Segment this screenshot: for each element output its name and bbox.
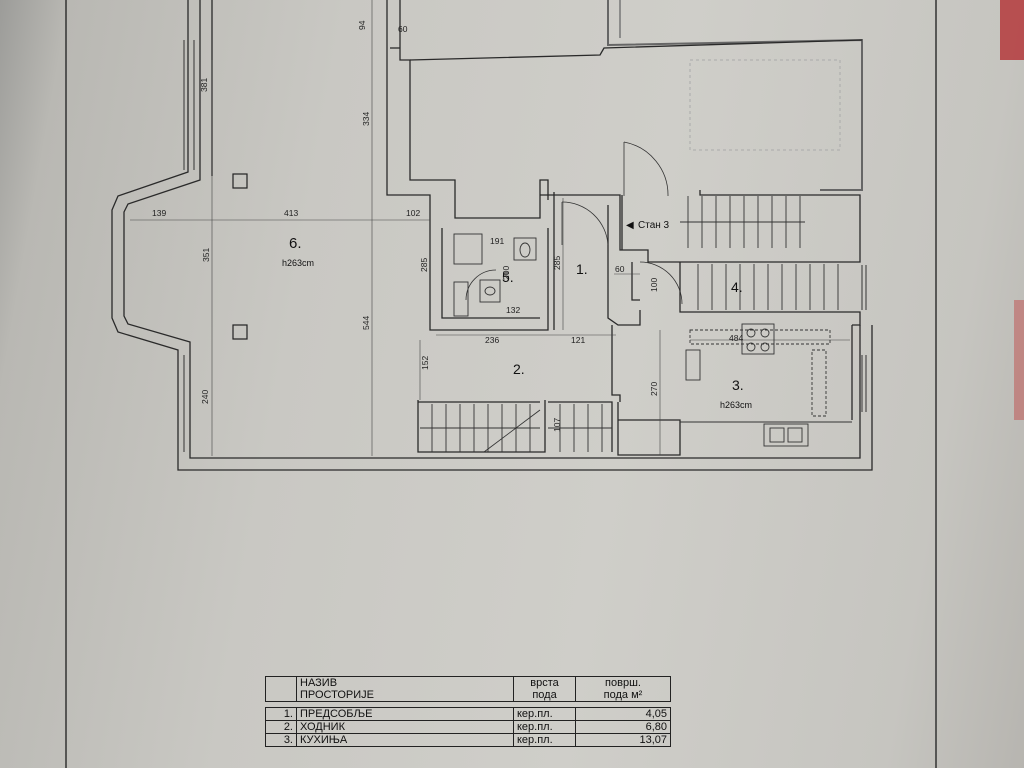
room-1-number: 1.	[576, 261, 588, 277]
dim-132: 132	[506, 305, 520, 315]
dimension-lines	[130, 0, 850, 456]
legend-name-header: НАЗИВ	[296, 676, 514, 689]
legend-header-row-2: ПРОСТОРИЈЕ пода пода м²	[265, 689, 671, 702]
dim-191: 191	[490, 236, 504, 246]
dim-240: 240	[200, 390, 210, 404]
room-3-height: h263cm	[720, 400, 752, 410]
dim-152: 152	[420, 356, 430, 370]
dim-484: 484	[729, 333, 743, 343]
dim-381: 381	[199, 78, 209, 92]
legend-row: 3. КУХИЊА кер.пл. 13,07	[265, 733, 671, 747]
room-6-height: h263cm	[282, 258, 314, 268]
outer-walls	[111, 0, 873, 471]
dim-351: 351	[201, 248, 211, 262]
dim-60b: 60	[615, 264, 625, 274]
dim-270: 270	[649, 382, 659, 396]
kitchen-fixtures	[680, 323, 852, 447]
column	[232, 324, 248, 340]
legend-area-header-2: пода м²	[575, 689, 671, 702]
legend-name-header-2: ПРОСТОРИЈЕ	[296, 689, 514, 702]
red-folder-edge-lower	[1014, 300, 1024, 420]
dim-121: 121	[571, 335, 585, 345]
dim-102: 102	[406, 208, 420, 218]
stair-arrow-icon: ◀	[626, 220, 634, 231]
legend-type-header: врста	[513, 676, 576, 689]
dim-139: 139	[152, 208, 166, 218]
room-3-number: 3.	[732, 377, 744, 393]
dim-200: 200	[501, 266, 511, 280]
dim-285a: 285	[419, 258, 429, 272]
red-folder-edge	[1000, 0, 1024, 60]
room-5-number: 5.	[502, 269, 514, 285]
dim-285b: 285	[552, 256, 562, 270]
stair-label: Стан 3	[638, 220, 670, 231]
dim-413: 413	[284, 208, 298, 218]
room-6-number: 6.	[289, 235, 302, 252]
stairs-room4	[697, 264, 839, 310]
dim-60: 60	[398, 24, 408, 34]
legend-row: 2. ХОДНИК кер.пл. 6,80	[265, 720, 671, 734]
dim-100: 100	[649, 278, 659, 292]
legend-type-header-2: пода	[513, 689, 576, 702]
stairs-lower	[420, 404, 612, 453]
legend-row: 1. ПРЕДСОБЉЕ кер.пл. 4,05	[265, 707, 671, 721]
legend-header-row: НАЗИВ врста површ.	[265, 676, 671, 689]
dim-107: 107	[552, 418, 562, 432]
legend-area-header: површ.	[575, 676, 671, 689]
column	[232, 173, 248, 189]
room-2-number: 2.	[513, 361, 525, 377]
dim-236: 236	[485, 335, 499, 345]
neighbor-wall	[607, 0, 863, 191]
dimension-labels: 94 60 381 334 139 413 102 285 351 544 24…	[152, 20, 743, 432]
stairs-upper	[680, 196, 805, 248]
dim-334: 334	[361, 112, 371, 126]
room-4-number: 4.	[731, 279, 743, 295]
drawing-frame	[65, 0, 937, 768]
dim-544: 544	[361, 316, 371, 330]
room-legend-table: НАЗИВ врста површ. ПРОСТОРИЈЕ пода пода …	[265, 676, 671, 747]
bathroom-fixtures	[453, 233, 537, 317]
door-swings	[465, 141, 683, 305]
right-windows	[861, 265, 867, 412]
dim-94: 94	[357, 20, 367, 30]
